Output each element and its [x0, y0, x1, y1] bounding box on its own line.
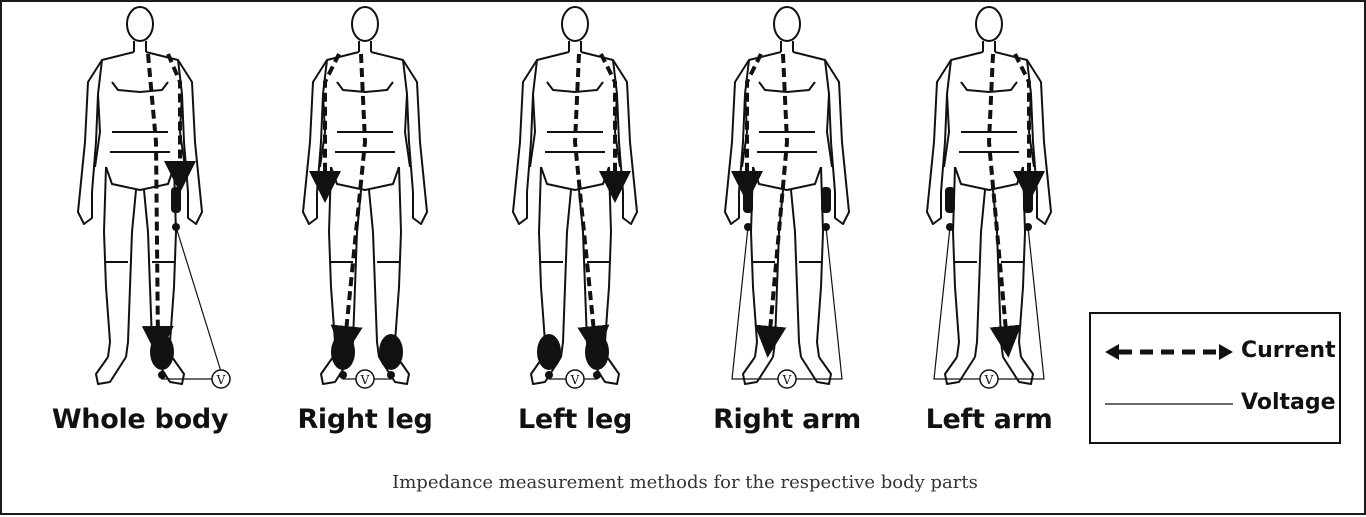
foot-electrode-right	[331, 334, 355, 370]
voltmeter-symbol: V	[570, 373, 580, 387]
hand-electrode	[171, 187, 181, 213]
figure-caption: Impedance measurement methods for the re…	[2, 472, 1366, 493]
figure-label-left-arm: Left arm	[874, 404, 1104, 435]
figure-whole-body: V	[78, 7, 230, 388]
figure-label-right-arm: Right arm	[672, 404, 902, 435]
voltmeter-symbol: V	[984, 373, 994, 387]
figure-label-left-leg: Left leg	[460, 404, 690, 435]
voltmeter-symbol: V	[782, 373, 792, 387]
voltage-line-icon	[1101, 384, 1241, 424]
figure-label-whole-body: Whole body	[25, 404, 255, 435]
foot-electrode	[150, 334, 174, 370]
legend-row-current: Current	[1091, 332, 1339, 372]
current-arrow-icon	[1101, 332, 1241, 372]
figure-right-arm: V	[725, 7, 849, 388]
voltmeter-symbol: V	[216, 373, 226, 387]
legend-current-label: Current	[1241, 338, 1336, 363]
current-path-arm	[168, 54, 180, 177]
legend-voltage-label: Voltage	[1241, 390, 1336, 415]
voltmeter-symbol: V	[360, 373, 370, 387]
foot-electrode-left	[379, 334, 403, 370]
figure-right-leg: V	[303, 7, 427, 388]
legend-row-voltage: Voltage	[1091, 384, 1339, 424]
legend: Current Voltage	[1089, 312, 1341, 444]
figure-left-arm: V	[927, 7, 1051, 388]
figure-label-right-leg: Right leg	[250, 404, 480, 435]
figure-left-leg: V	[513, 7, 637, 388]
